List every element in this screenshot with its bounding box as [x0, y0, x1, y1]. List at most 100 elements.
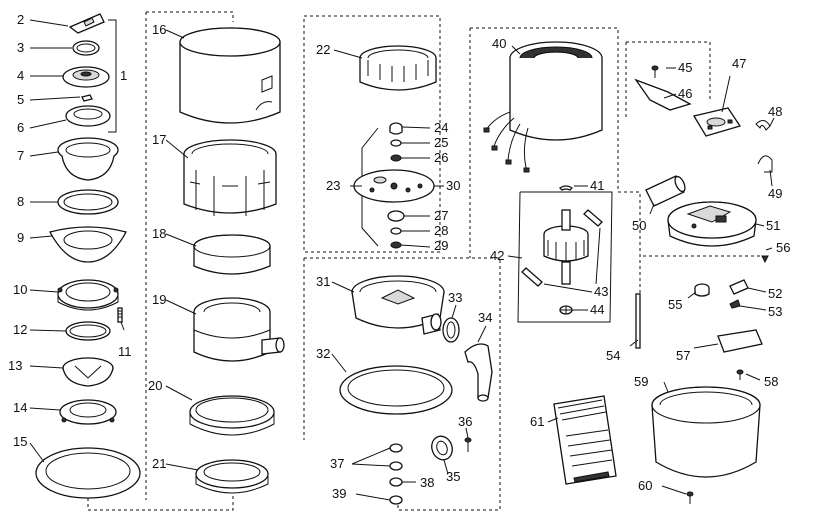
label-24: 24 [434, 120, 448, 135]
part-55-knob [694, 283, 710, 297]
part-54-rod [635, 293, 641, 349]
label-28: 28 [434, 223, 448, 238]
part-27-lug [387, 210, 405, 222]
part-25-washer [390, 139, 402, 147]
part-11-screw [117, 307, 123, 323]
group-dashed-outline-e [469, 27, 619, 258]
group-dashed-outline-a [87, 495, 234, 511]
part-19-housing [193, 297, 285, 362]
label-32: 32 [316, 346, 330, 361]
label-12: 12 [13, 322, 27, 337]
part-51-end-bell [667, 201, 757, 247]
part-22-ring [359, 45, 437, 91]
label-51: 51 [766, 218, 780, 233]
label-6: 6 [17, 120, 24, 135]
part-38-washer [389, 477, 403, 487]
label-40: 40 [492, 36, 506, 51]
group-bracket-42 [517, 191, 613, 323]
label-23: 23 [326, 178, 340, 193]
label-46: 46 [678, 86, 692, 101]
part-56-screw [761, 255, 769, 264]
part-61-manual [553, 395, 617, 485]
label-11: 11 [118, 344, 132, 359]
label-34: 34 [478, 310, 492, 325]
part-46-plate [634, 78, 692, 111]
part-10-mounting-ring [57, 279, 119, 311]
label-42: 42 [490, 248, 504, 263]
label-15: 15 [13, 434, 27, 449]
part-34-elbow [464, 343, 493, 402]
label-52: 52 [768, 286, 782, 301]
label-60: 60 [638, 478, 652, 493]
part-30-turntable [353, 169, 435, 203]
part-4-flange [62, 66, 110, 88]
label-26: 26 [434, 150, 448, 165]
label-1: 1 [120, 68, 127, 83]
part-37-washer-b [389, 461, 403, 471]
label-19: 19 [152, 292, 166, 307]
part-18-band [193, 234, 271, 275]
label-54: 54 [606, 348, 620, 363]
part-57-plate [717, 329, 763, 353]
part-26-washer [390, 154, 402, 162]
part-50-capacitor [645, 175, 686, 207]
label-4: 4 [17, 68, 24, 83]
label-55: 55 [668, 297, 682, 312]
label-43: 43 [594, 284, 608, 299]
part-28-washer [390, 227, 402, 235]
part-43-spring-a [583, 209, 603, 227]
part-49-clamp [757, 155, 773, 173]
part-5-clip [81, 94, 93, 102]
part-35-flange [431, 435, 453, 461]
part-21-ring [195, 459, 269, 494]
label-13: 13 [8, 358, 22, 373]
part-17-grinding-ring [183, 139, 277, 216]
part-42-rotor [543, 209, 589, 285]
label-38: 38 [420, 475, 434, 490]
part-40-stator [483, 41, 603, 173]
label-20: 20 [148, 378, 162, 393]
label-35: 35 [446, 469, 460, 484]
label-37: 37 [330, 456, 344, 471]
label-21: 21 [152, 456, 166, 471]
part-53-nut [729, 299, 741, 309]
part-9-gasket [49, 226, 127, 263]
group-dashed-outline-g [618, 191, 641, 344]
part-20-ring [189, 395, 275, 436]
label-31: 31 [316, 274, 330, 289]
part-6-gasket [65, 105, 111, 127]
part-60-screw [686, 491, 694, 504]
label-5: 5 [17, 92, 24, 107]
part-31-upper-housing [351, 275, 445, 335]
label-41: 41 [590, 178, 604, 193]
label-50: 50 [632, 218, 646, 233]
label-44: 44 [590, 302, 604, 317]
label-3: 3 [17, 40, 24, 55]
label-48: 48 [768, 104, 782, 119]
group-dashed-outline-d [304, 257, 501, 511]
group-bracket-1 [108, 19, 117, 133]
part-37-washer-a [389, 443, 403, 453]
group-dashed-outline-f [625, 41, 711, 120]
part-52-connector [729, 279, 749, 295]
part-32-ring [339, 365, 453, 415]
part-16-cylinder [179, 27, 281, 124]
part-48-clip [755, 120, 771, 131]
part-14-mounting-ring [59, 399, 117, 425]
label-2: 2 [17, 12, 24, 27]
label-16: 16 [152, 22, 166, 37]
label-22: 22 [316, 42, 330, 57]
label-29: 29 [434, 238, 448, 253]
part-2-cap [68, 13, 105, 34]
label-18: 18 [152, 226, 166, 241]
part-33-gasket [442, 317, 460, 343]
label-17: 17 [152, 132, 166, 147]
label-10: 10 [13, 282, 27, 297]
label-27: 27 [434, 208, 448, 223]
label-25: 25 [434, 135, 448, 150]
label-49: 49 [768, 186, 782, 201]
part-3-ring [72, 40, 100, 56]
part-59-bottom-shell [651, 386, 761, 478]
label-7: 7 [17, 148, 24, 163]
